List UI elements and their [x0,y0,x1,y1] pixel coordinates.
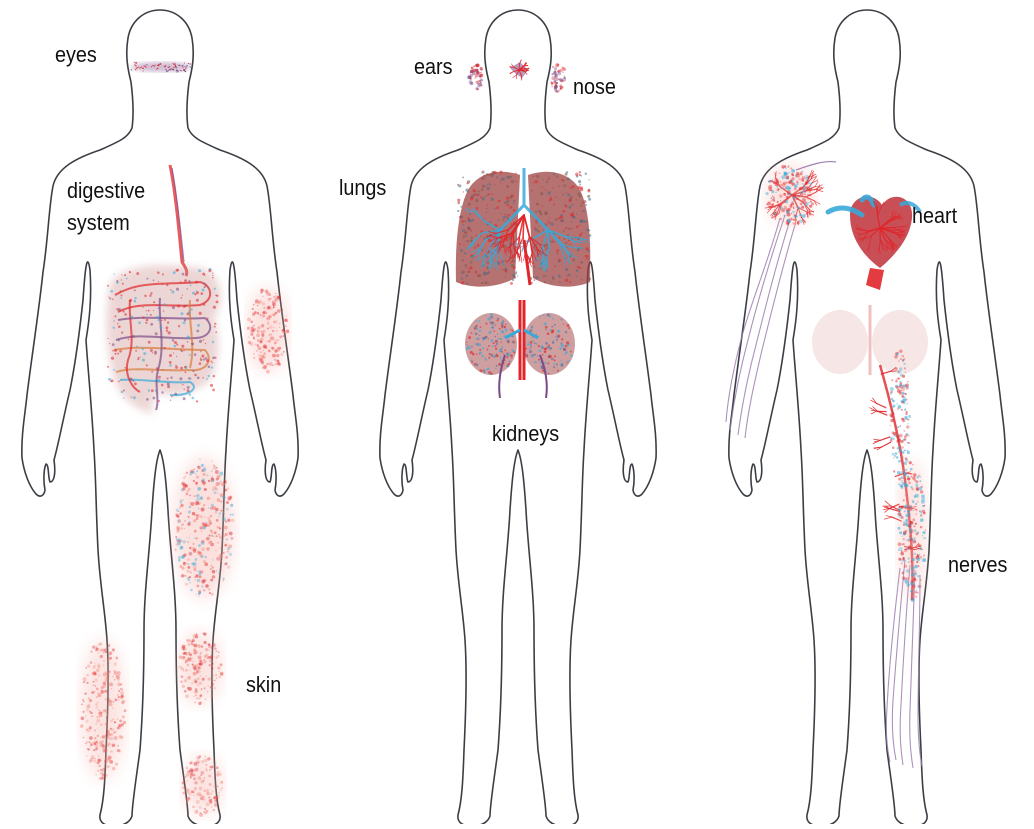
figure-left-outline [22,10,298,824]
nose-vessels [510,60,530,80]
label-nose: nose [573,74,616,100]
skin-patch-shin-right [178,632,224,705]
body-outlines [22,10,1005,824]
ears-vessels-left [467,64,483,91]
label-ears: ears [414,54,453,80]
label-digestive-system-line1: digestive [67,178,145,204]
skin-patch-arm [247,288,289,374]
label-nerves: nerves [948,552,1007,578]
shoulder-vessels [766,165,815,226]
figure-middle-outline [380,10,656,824]
label-lungs: lungs [339,175,386,201]
faint-kidneys-ghost [812,305,928,375]
label-eyes: eyes [55,42,97,68]
lungs-vessels [456,168,591,287]
label-heart: heart [912,203,957,229]
kidneys-vessels [465,300,575,398]
ears-vessels-right [550,63,566,93]
label-kidneys: kidneys [492,421,559,447]
skin-patch-shin-left [80,640,126,780]
label-skin: skin [246,672,281,698]
figure-right-outline [729,10,1005,824]
heart-vessels [828,197,920,290]
eyes-vessels [131,62,191,73]
label-digestive-system-line2: system [67,210,130,236]
skin-patch-thigh [174,458,235,598]
